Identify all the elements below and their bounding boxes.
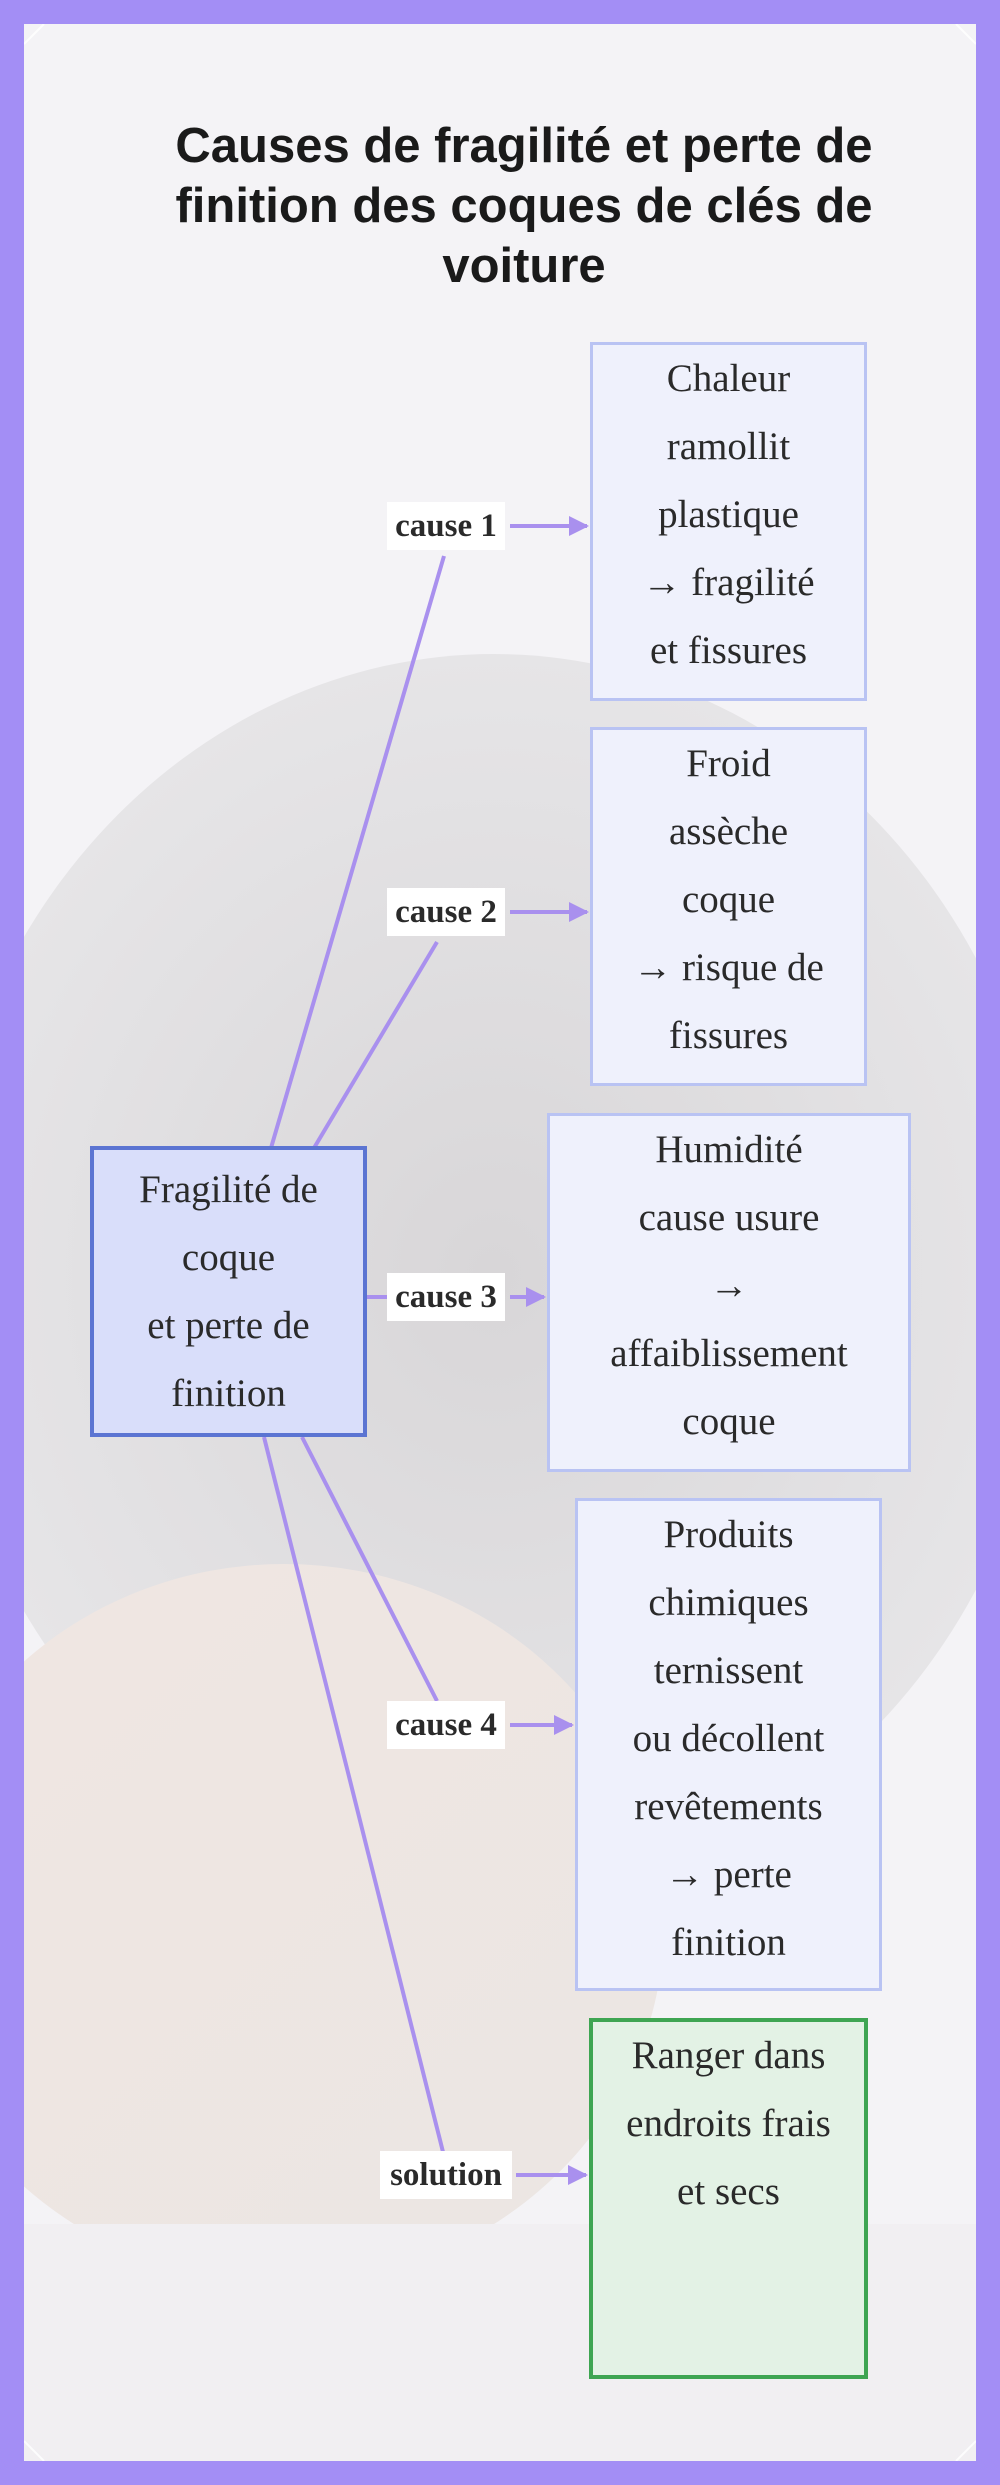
edge-cause-4-line [300, 1436, 439, 1702]
edge-label-solution: solution [380, 2151, 512, 2199]
central-problem-node: Fragilité de coque et perte de finition [90, 1146, 367, 1437]
cause-node-chemicals: Produits chimiques ternissent ou décolle… [575, 1498, 882, 1991]
edge-label-cause-4: cause 4 [387, 1701, 505, 1749]
edge-label-cause-1: cause 1 [387, 502, 505, 550]
cause-node-cold: Froid assèche coque → risque de fissures [590, 727, 867, 1086]
edge-cause-2-line [312, 940, 439, 1150]
edge-label-cause-3: cause 3 [387, 1273, 505, 1321]
edge-solution-line [262, 1436, 448, 2165]
edge-cause-1 [269, 516, 589, 1149]
solution-node: Ranger dans endroits frais et secs [589, 2018, 868, 2379]
diagram-title: Causes de fragilité et perte de finition… [175, 119, 873, 293]
diagram-canvas: Causes de fragilité et perte de finition… [24, 24, 976, 2461]
solution-text: Ranger dans endroits frais et secs [626, 2034, 831, 2213]
edge-cause-1-line [269, 555, 446, 1149]
cause-text: Froid assèche coque → risque de fissures [633, 742, 824, 1057]
cause-text: Produits chimiques ternissent ou décolle… [632, 1513, 825, 1964]
cause-node-humidity: Humidité cause usure → affaiblissement c… [547, 1113, 911, 1472]
cause-text: Humidité cause usure → affaiblissement c… [610, 1128, 848, 1443]
cause-text: Chaleur ramollit plastique → fragilité e… [642, 357, 815, 672]
edge-label-cause-2: cause 2 [387, 888, 505, 936]
edge-solution [262, 1436, 588, 2185]
central-problem-label: Fragilité de coque et perte de finition [139, 1167, 318, 1415]
diagram-svg [262, 516, 589, 2185]
cause-node-heat: Chaleur ramollit plastique → fragilité e… [590, 342, 867, 701]
edge-cause-4 [300, 1436, 574, 1735]
edge-cause-2 [312, 902, 589, 1150]
